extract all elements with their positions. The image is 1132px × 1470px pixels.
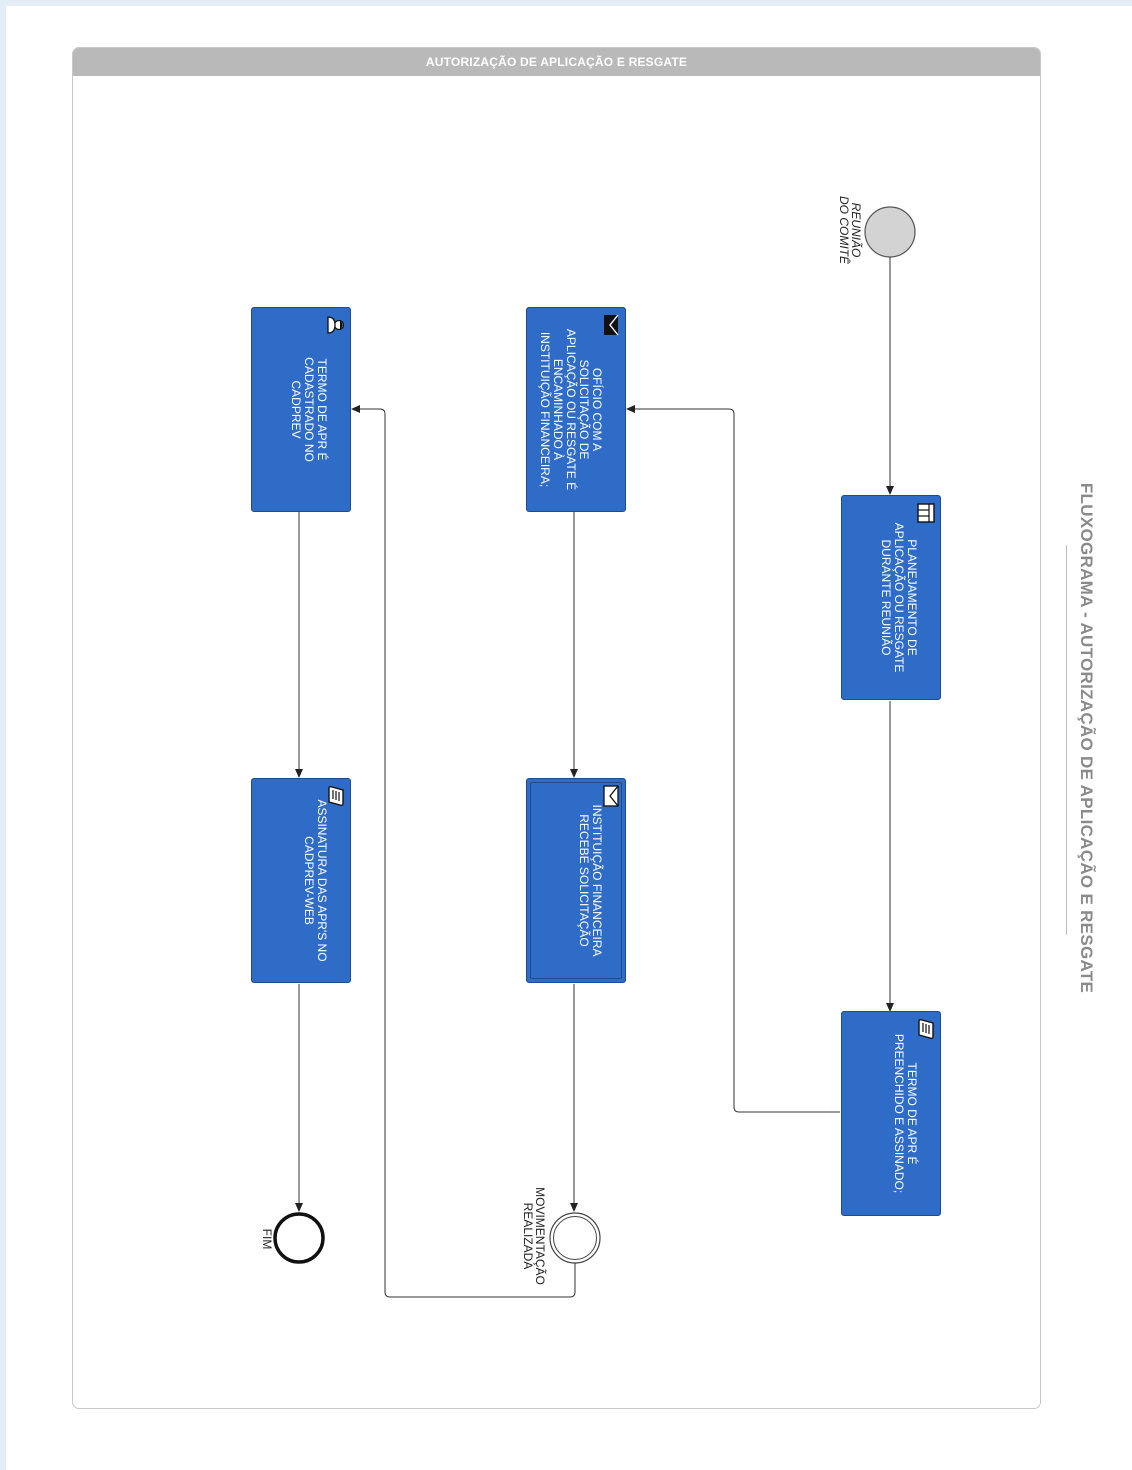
task-assinatura[interactable]: ASSINATURA DAS APR'S NO CADPREV-WEB: [251, 778, 351, 983]
task-termo-cadastrado[interactable]: TERMO DE APR É CADASTRADO NO CADPREV: [251, 307, 351, 512]
intermediate-event-inner: [553, 1216, 597, 1260]
intermediate-event-outer[interactable]: [549, 1212, 601, 1264]
flow-termo-to-oficio: [626, 405, 840, 1113]
task-termo-preenchido-text: TERMO DE APR É PREENCHIDO E ASSINADO;: [892, 1033, 919, 1194]
side-title: FLUXOGRAMA - AUTORIZAÇÃO DE APLICAÇÃO E …: [1071, 418, 1101, 1058]
flow-movimentacao-to-cadastro: [351, 405, 576, 1298]
envelope-filled-icon: [602, 314, 620, 336]
task-assinatura-text: ASSINATURA DAS APR'S NO CADPREV-WEB: [302, 799, 329, 962]
pool-header: AUTORIZAÇÃO DE APLICAÇÃO E RESGATE: [73, 48, 1040, 76]
end-event-label: FIM: [260, 1228, 274, 1250]
end-event[interactable]: [273, 1212, 325, 1264]
task-planejamento[interactable]: PLANEJAMENTO DE APLICAÇÃO OU RESGATE DUR…: [841, 495, 941, 700]
user-icon: [327, 314, 345, 336]
script-icon: [917, 1018, 935, 1040]
task-termo-preenchido[interactable]: TERMO DE APR É PREENCHIDO E ASSINADO;: [841, 1011, 941, 1216]
envelope-outline-icon: [602, 785, 620, 807]
start-event-label: REUNIÃO DO COMITÊ: [837, 196, 863, 264]
intermediate-event-label: MOVIMENTAÇÃO REALIZADA: [521, 1187, 547, 1285]
start-event[interactable]: [864, 206, 916, 258]
script-icon: [327, 785, 345, 807]
task-oficio[interactable]: OFÍCIO COM A SOLICITAÇÃO DE APLICAÇÃO OU…: [526, 307, 626, 512]
task-oficio-text: OFÍCIO COM A SOLICITAÇÃO DE APLICAÇÃO OU…: [538, 328, 604, 491]
task-planejamento-text: PLANEJAMENTO DE APLICAÇÃO OU RESGATE DUR…: [879, 522, 919, 673]
table-icon: [917, 502, 935, 524]
task-instituicao[interactable]: INSTITUIÇÃO FINANCEIRA RECEBE SOLICITAÇÃ…: [526, 778, 626, 983]
task-termo-cadastrado-text: TERMO DE APR É CADASTRADO NO CADPREV: [289, 357, 329, 462]
task-instituicao-text: INSTITUIÇÃO FINANCEIRA RECEBE SOLICITAÇÃ…: [577, 804, 604, 957]
side-title-text: FLUXOGRAMA - AUTORIZAÇÃO DE APLICAÇÃO E …: [1077, 482, 1096, 994]
side-title-divider: [1066, 545, 1067, 935]
